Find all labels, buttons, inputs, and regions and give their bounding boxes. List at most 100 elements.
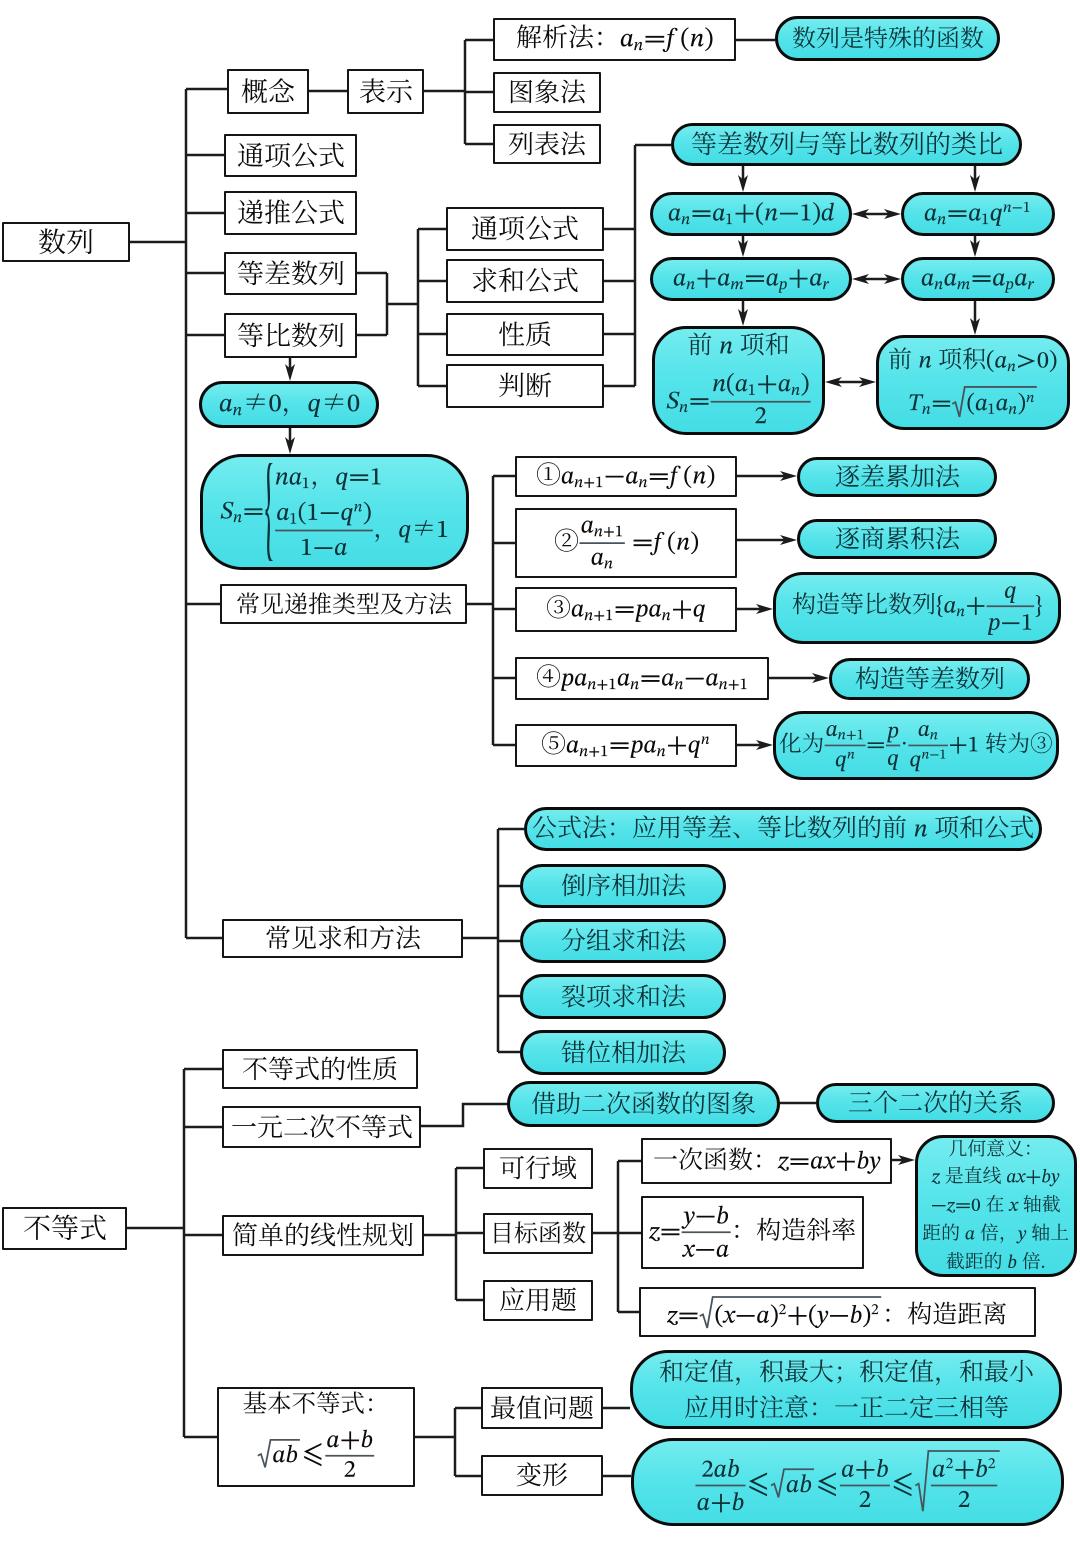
node-nonzero-condition bbox=[199, 381, 379, 428]
arrowhead bbox=[884, 274, 901, 284]
node-graph-method bbox=[493, 72, 601, 113]
arrowhead bbox=[780, 471, 797, 481]
node-label bbox=[666, 331, 811, 423]
node-label bbox=[541, 730, 710, 758]
node-analytic-method bbox=[493, 18, 736, 61]
node-label bbox=[236, 591, 451, 614]
node-label bbox=[471, 215, 578, 241]
arrowhead bbox=[756, 604, 773, 614]
node-label bbox=[659, 1358, 1033, 1418]
node-general-term-formula bbox=[224, 134, 357, 177]
node-label bbox=[695, 1449, 1000, 1512]
arrowhead bbox=[738, 240, 748, 257]
node-label bbox=[491, 1394, 594, 1419]
node-label bbox=[667, 1296, 1006, 1329]
node-representation bbox=[347, 69, 424, 114]
node-label bbox=[531, 1091, 756, 1115]
node-label bbox=[508, 130, 586, 156]
node-label bbox=[500, 1155, 577, 1180]
node-label bbox=[243, 1391, 375, 1477]
node-label bbox=[835, 464, 959, 488]
node-geometric-property bbox=[901, 257, 1055, 301]
node-label bbox=[532, 815, 1033, 839]
node-label bbox=[500, 1287, 577, 1312]
node-label bbox=[888, 347, 1057, 418]
node-label bbox=[516, 24, 713, 53]
node-label bbox=[516, 1462, 568, 1487]
node-mean-inequality-chain bbox=[631, 1438, 1064, 1526]
node-recurrence-type-5 bbox=[515, 724, 737, 767]
node-label bbox=[835, 526, 959, 550]
node-label bbox=[855, 666, 1003, 690]
node-quadratic-function-graph bbox=[507, 1081, 780, 1127]
node-label bbox=[237, 321, 343, 347]
arrowhead bbox=[756, 740, 773, 750]
node-label bbox=[792, 586, 1042, 635]
node-arithmetic-property bbox=[650, 257, 852, 301]
arrowhead bbox=[970, 175, 980, 192]
node-construct-geometric-sequence bbox=[773, 572, 1061, 644]
node-label bbox=[241, 77, 295, 103]
node-judgement bbox=[446, 364, 604, 408]
node-recurrence-type-4 bbox=[515, 657, 769, 700]
node-geometric-general-term bbox=[901, 192, 1055, 236]
node-geometric-meaning bbox=[915, 1135, 1077, 1277]
node-formula-method bbox=[524, 807, 1042, 851]
arrowhead bbox=[812, 673, 829, 683]
node-label bbox=[265, 925, 420, 950]
arrowhead bbox=[738, 309, 748, 326]
node-slope-construction bbox=[641, 1196, 864, 1269]
node-common-recurrence-types bbox=[220, 584, 467, 624]
node-geometric-sequence bbox=[224, 313, 357, 358]
node-label bbox=[499, 320, 551, 346]
node-label bbox=[494, 1221, 586, 1244]
arrowhead bbox=[285, 437, 295, 454]
node-label bbox=[648, 1205, 855, 1257]
arrowhead bbox=[898, 1155, 915, 1165]
node-inequality-properties bbox=[222, 1049, 418, 1089]
node-label bbox=[673, 269, 829, 293]
node-simple-linear-programming bbox=[222, 1215, 424, 1256]
node-sequence-is-special-function bbox=[775, 16, 1000, 61]
arrowhead bbox=[852, 209, 869, 219]
node-label bbox=[499, 372, 552, 398]
node-label bbox=[219, 393, 359, 417]
node-transform-method bbox=[773, 711, 1059, 780]
node-recurrence-type-2 bbox=[515, 508, 737, 578]
node-arithmetic-sum-of-n-terms bbox=[652, 326, 825, 435]
arrowhead bbox=[825, 377, 842, 387]
node-reverse-order-addition bbox=[520, 864, 726, 908]
node-label bbox=[536, 663, 747, 691]
node-linear-function bbox=[641, 1138, 892, 1184]
node-label bbox=[510, 79, 586, 104]
node-successive-difference-method bbox=[797, 457, 997, 497]
node-label bbox=[23, 1214, 106, 1241]
node-inequalities-root bbox=[2, 1207, 127, 1250]
node-properties bbox=[446, 313, 604, 356]
node-label bbox=[242, 1055, 397, 1080]
node-recurrence-type-1 bbox=[515, 456, 737, 497]
node-concept bbox=[227, 69, 309, 114]
node-label bbox=[220, 463, 448, 561]
arrowhead bbox=[852, 274, 869, 284]
node-arithmetic-sequence bbox=[224, 252, 357, 295]
node-label bbox=[38, 228, 93, 254]
arrowhead bbox=[859, 377, 876, 387]
node-label bbox=[561, 928, 685, 952]
node-dislocation-addition bbox=[520, 1030, 726, 1075]
node-telescoping-summation bbox=[520, 974, 726, 1019]
node-label bbox=[231, 1113, 412, 1138]
node-sequences-root bbox=[2, 222, 130, 262]
node-label bbox=[560, 1039, 685, 1063]
node-label bbox=[554, 520, 698, 569]
node-label bbox=[233, 1222, 413, 1247]
node-quadratic-inequality bbox=[222, 1106, 421, 1148]
node-label bbox=[237, 199, 344, 225]
node-recurrence-formula bbox=[224, 191, 357, 235]
node-grouping-summation bbox=[520, 919, 726, 963]
node-label bbox=[561, 873, 685, 897]
node-label bbox=[653, 1147, 880, 1174]
node-arithmetic-geometric-analogy bbox=[671, 123, 1022, 166]
node-label bbox=[668, 202, 834, 226]
